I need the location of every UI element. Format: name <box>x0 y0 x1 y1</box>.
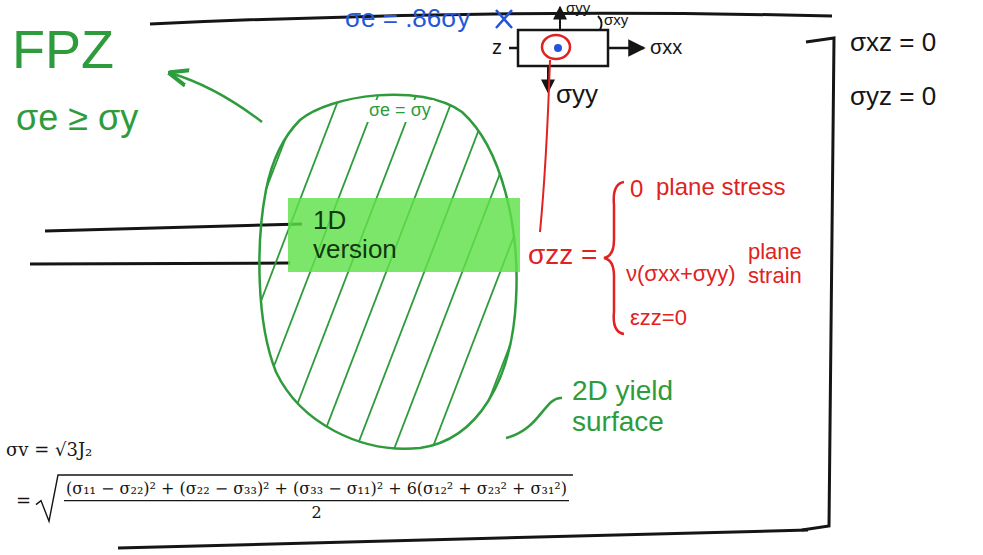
equation-lhs: σzz = <box>528 240 597 271</box>
hatch-line <box>386 80 536 470</box>
case-name: plane stress <box>656 174 785 200</box>
stress-condition: σxz = 0 <box>850 28 936 57</box>
stress-element <box>518 30 608 66</box>
stress-arrow <box>608 47 644 50</box>
leader-line <box>540 60 550 232</box>
hatch-line <box>310 80 460 470</box>
curly-brace <box>604 182 624 334</box>
highlight-band <box>288 198 520 272</box>
boundary-label: σe = σy <box>366 100 434 122</box>
crack-face <box>30 263 290 264</box>
hatch-line <box>0 80 4 470</box>
hatch-line <box>44 80 194 470</box>
formula-numerator: (σ₁₁ − σ₂₂)² + (σ₂₂ − σ₃₃)² + (σ₃₃ − σ₁₁… <box>66 480 567 498</box>
cross-mark <box>496 10 512 28</box>
stress-note: σe = .86σy <box>345 4 470 33</box>
frame-bracket <box>802 38 834 530</box>
hatch-line <box>500 80 650 470</box>
case-value: 0 <box>630 176 643 202</box>
leader-line <box>506 398 562 438</box>
frame-line <box>150 13 832 24</box>
hatch-line <box>690 80 840 470</box>
case-value: ν(σxx+σyy) <box>626 262 736 286</box>
frame-line <box>118 530 808 548</box>
crack-face <box>45 224 302 231</box>
hatch-line <box>652 80 802 470</box>
hatch-line <box>196 80 346 470</box>
stress-label: σxx <box>650 36 682 58</box>
hatch-line <box>82 80 232 470</box>
hatch-line <box>576 80 726 470</box>
region-label: 2D yield surface <box>572 376 712 438</box>
radical-sign <box>36 475 573 521</box>
axis-label: z <box>492 36 502 58</box>
band-label: 1D version <box>310 205 434 264</box>
stress-label: σxy <box>604 12 628 29</box>
pointer-arrow <box>170 73 262 122</box>
stress-label: σyy <box>556 80 598 109</box>
fraction-bar <box>64 500 569 501</box>
one-d-band: 1D version <box>288 198 520 272</box>
hatch-line <box>272 80 422 470</box>
case-condition: εzz=0 <box>630 306 687 330</box>
stress-condition: σyz = 0 <box>850 82 936 111</box>
formula: σv = √3J₂ <box>6 440 92 460</box>
hatch-line <box>0 80 118 470</box>
point-dot <box>554 44 562 52</box>
region-title: FPZ <box>12 20 114 79</box>
case-name: plane strain <box>748 240 820 288</box>
hatch-line <box>0 80 42 470</box>
stress-label: σyy <box>566 0 590 17</box>
yield-surface-region: σe = σy 1D version <box>250 80 530 460</box>
hatch-line <box>0 80 80 470</box>
hatch-line <box>614 80 764 470</box>
hatch-line <box>234 80 384 470</box>
hatch-line <box>6 80 156 470</box>
point-circle <box>542 35 570 59</box>
criterion-note: σe ≥ σy <box>16 98 138 138</box>
formula-denominator: 2 <box>311 504 321 522</box>
shear-mark <box>598 16 602 30</box>
hatch-line <box>538 80 688 470</box>
hatch-line <box>424 80 574 470</box>
stress-arrow <box>559 7 561 30</box>
hatch-line <box>120 80 270 470</box>
formula-symbol: = <box>16 491 31 511</box>
hatch-line <box>348 80 498 470</box>
axis-line <box>509 47 518 50</box>
